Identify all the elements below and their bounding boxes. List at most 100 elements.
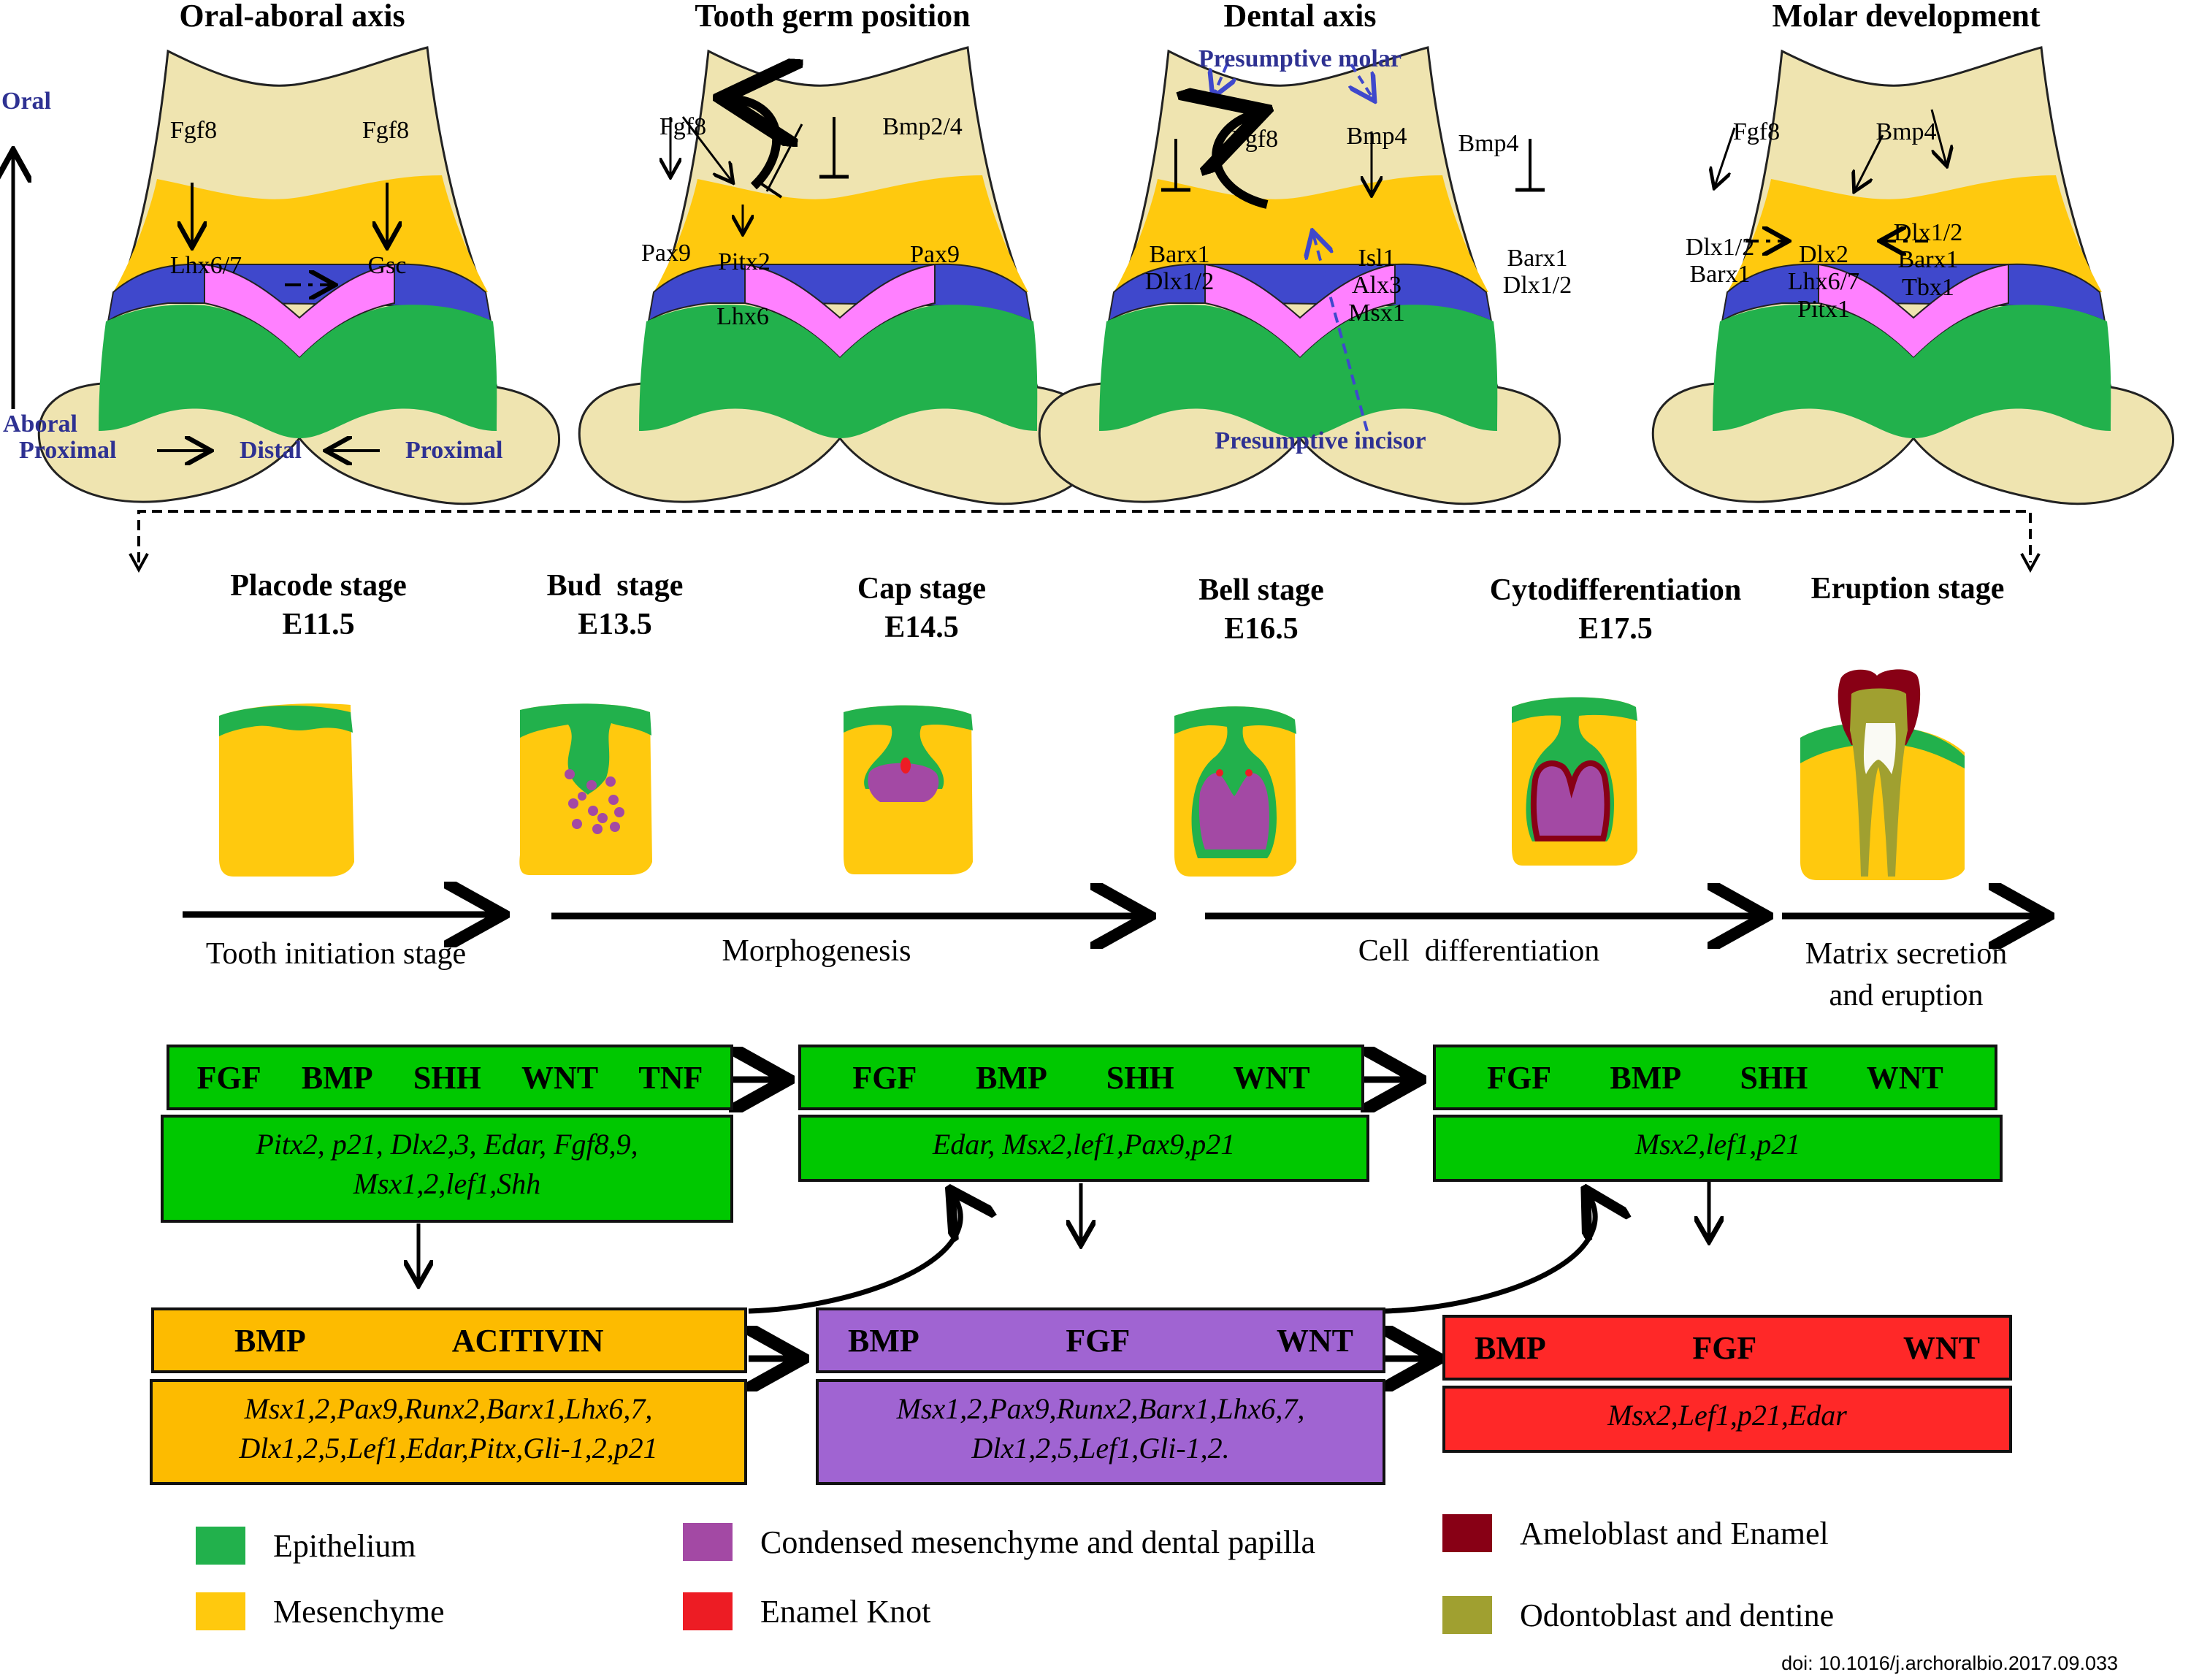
stage-day: E11.5 [282,607,355,641]
dashed-connector [137,510,2032,562]
legend-label: Condensed mesenchyme and dental papilla [760,1524,1315,1560]
pathway-label: WNT [521,1059,599,1096]
legend-item-condensed-mesenchyme: Condensed mesenchyme and dental papilla [683,1523,1315,1561]
bmp-inhibit-pitx2 [765,123,803,192]
gene-box-mesenchyme-differentiation: Msx2,Lef1,p21,Edar [1442,1386,2012,1453]
condensing-mesenchyme-dots [565,769,624,834]
pathway-label: FGF [1487,1059,1552,1096]
gene-label: Pitx2 [718,248,771,275]
stage-name: Bell stage [1198,573,1324,607]
stage-name: Placode stage [230,569,407,603]
gene-label: Dlx1/2 Barx1 Tbx1 [1893,219,1963,301]
gene-label: Isl1 Alx3 Msx1 [1348,245,1405,327]
gene-label: Pax9 [910,241,960,268]
stage-day: E14.5 [884,610,959,644]
pathway-label: WNT [1233,1059,1310,1096]
panel-title-oral-aboral: Oral-aboral axis [179,0,405,34]
bmp4-to-dlx-right-arrow [1930,109,1946,164]
pathway-box-mesenchyme-initiation: BMP ACITIVIN [151,1307,747,1373]
gene-label: Fgf8 [659,113,707,140]
dashed-arrowhead-right [2020,553,2041,573]
pathway-label: BMP [1475,1329,1546,1366]
pathway-box-differentiation: FGF BMP SHH WNT [1433,1045,1997,1110]
panel-title-dental-axis: Dental axis [1223,0,1377,34]
axis-label-proximal-left: Proximal [19,437,117,464]
stage-day: E13.5 [578,607,652,641]
pathway-label: BMP [1610,1059,1682,1096]
dental-axis-curved-arrow [1216,113,1267,209]
gene-label: Pax9 [641,240,691,267]
axis-label-aboral: Aboral [3,411,77,438]
panel-title-molar: Molar development [1772,0,2041,34]
gene-label: Fgf8 [1732,118,1781,145]
gene-label: Bmp4 [1346,123,1407,150]
stage-day: E17.5 [1578,611,1653,646]
legend-swatch [196,1592,245,1630]
pathway-label: BMP [848,1322,919,1359]
stage-day: E16.5 [1224,611,1299,646]
pathway-label: SHH [1740,1059,1808,1096]
gene-label: Dlx2 Lhx6/7 Pitx1 [1787,241,1860,323]
jaw-diagrams-layer [0,46,2175,505]
pathway-label: FGF [1066,1322,1131,1359]
phase-label-initiation: Tooth initiation stage [205,937,467,971]
pathway-label: BMP [976,1059,1047,1096]
pathway-label: BMP [234,1322,306,1359]
legend-label: Epithelium [273,1527,416,1564]
gene-label: Bmp4 [1875,118,1937,145]
gene-label: Fgf8 [1231,126,1279,153]
gene-label: Barx1 Dlx1/2 [1144,241,1215,296]
stage-illustration-eruption [1800,669,1965,880]
gene-label: Fgf8 [169,117,218,144]
legend-swatch [196,1527,245,1565]
gene-box-mesenchyme-morphogenesis: Msx1,2,Pax9,Runx2,Barx1,Lhx6,7, Dlx1,2,5… [816,1379,1385,1485]
stages-layer [129,510,2191,1023]
legend-swatch [683,1523,733,1561]
pathway-label: BMP [301,1059,373,1096]
axis-label-distal: Distal [240,437,302,464]
stage-illustration-cap [844,705,973,874]
stage-title-eruption: Eruption stage [1811,570,2005,608]
gene-label: Lhx6 [716,303,769,330]
gene-label: Fgf8 [362,117,410,144]
fgf8-to-dlx-arrow [1715,127,1736,186]
pathway-label: FGF [196,1059,261,1096]
stage-name: Cytodifferentiation [1489,573,1742,607]
legend-label: Enamel Knot [760,1593,931,1630]
fgf8-to-pitx2-arrow [681,116,732,181]
incisor-dashed-arrow [1313,234,1369,432]
pitx2-feedback-curved-arrow [730,99,776,190]
feedback-curved-arrow-2 [1383,1194,1595,1314]
pathway-label: WNT [1866,1059,1943,1096]
pathway-box-mesenchyme-differentiation: BMP FGF WNT [1442,1315,2012,1381]
gene-box-differentiation: Msx2,lef1,p21 [1433,1115,2003,1182]
gene-label: Barx1 Dlx1/2 [1502,245,1572,299]
panel-title-tooth-germ: Tooth germ position [695,0,971,34]
stage-name: Bud stage [546,569,684,603]
legend-label: Mesenchyme [273,1593,445,1630]
pathway-label: SHH [413,1059,481,1096]
pathway-label: TNF [638,1059,703,1096]
legend-item-enamel-knot: Enamel Knot [683,1592,930,1630]
bmp4-to-dlx2-arrow [1855,134,1884,190]
stage-name: Cap stage [857,572,987,606]
pathway-label: FGF [1692,1329,1757,1366]
annotation-presumptive-incisor: Presumptive incisor [1215,427,1426,454]
axis-label-proximal-right: Proximal [405,437,503,464]
gene-label: Lhx6/7 [169,252,242,279]
inhibit-bar [758,181,783,199]
molar-dashed-arrow-right [1351,63,1373,99]
phase-label-morphogenesis: Morphogenesis [722,934,911,968]
pathway-box-morphogenesis: FGF BMP SHH WNT [798,1045,1364,1110]
gene-label: Dlx1/2 Barx1 [1685,234,1755,289]
signaling-arrows-layer [0,0,2191,1534]
gene-label: Bmp2/4 [882,113,963,140]
legend-swatch [683,1592,733,1630]
axis-label-oral: Oral [1,88,51,115]
phase-label-differentiation: Cell differentiation [1358,934,1600,968]
annotation-presumptive-molar: Presumptive molar [1198,45,1402,72]
